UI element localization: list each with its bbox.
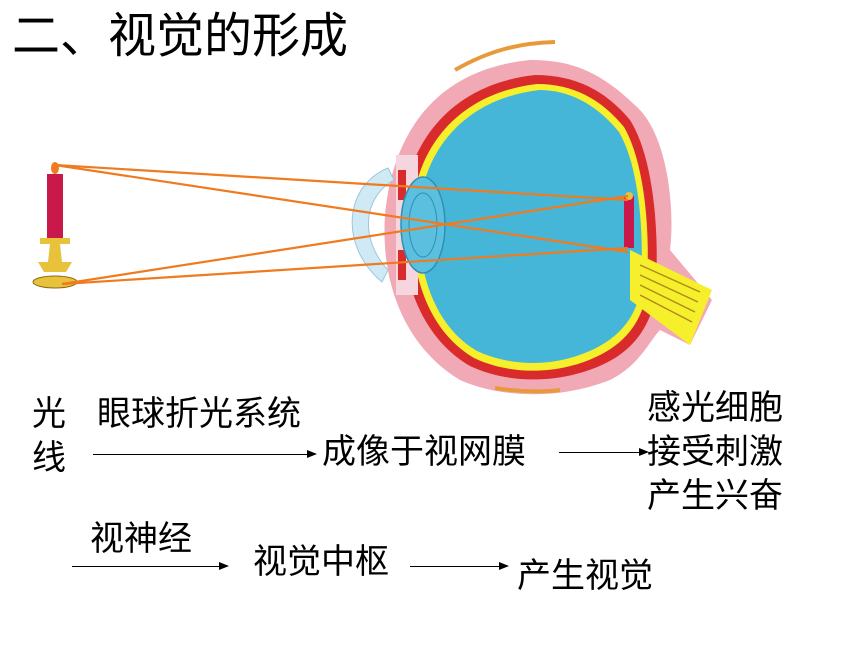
- arrow-4: [410, 562, 509, 570]
- eye-diagram: [32, 40, 712, 395]
- eyelid-top: [454, 40, 556, 72]
- arrow-1: [93, 450, 317, 458]
- retina-image: [624, 196, 634, 248]
- refractive-system-label: 眼球折光系统: [97, 394, 301, 434]
- arrow-2: [559, 448, 649, 456]
- light-label: 光 线: [32, 394, 66, 478]
- eye-cornea: [351, 167, 395, 283]
- light-rays: [54, 163, 629, 286]
- photoreceptor-label: 感光细胞 接受刺激 产生兴奋: [647, 388, 783, 516]
- arrow-3: [72, 562, 229, 570]
- eyelid-bottom: [494, 386, 561, 394]
- candle: [32, 162, 78, 289]
- vision-result-label: 产生视觉: [517, 556, 653, 596]
- eye-vitreous: [418, 90, 642, 363]
- page-title: 二、视觉的形成: [12, 8, 349, 64]
- visual-center-label: 视觉中枢: [253, 542, 389, 582]
- optic-nerve-fibers: [639, 264, 701, 323]
- retina-image-label: 成像于视网膜: [322, 432, 526, 472]
- optic-nerve-label: 视神经: [90, 519, 192, 559]
